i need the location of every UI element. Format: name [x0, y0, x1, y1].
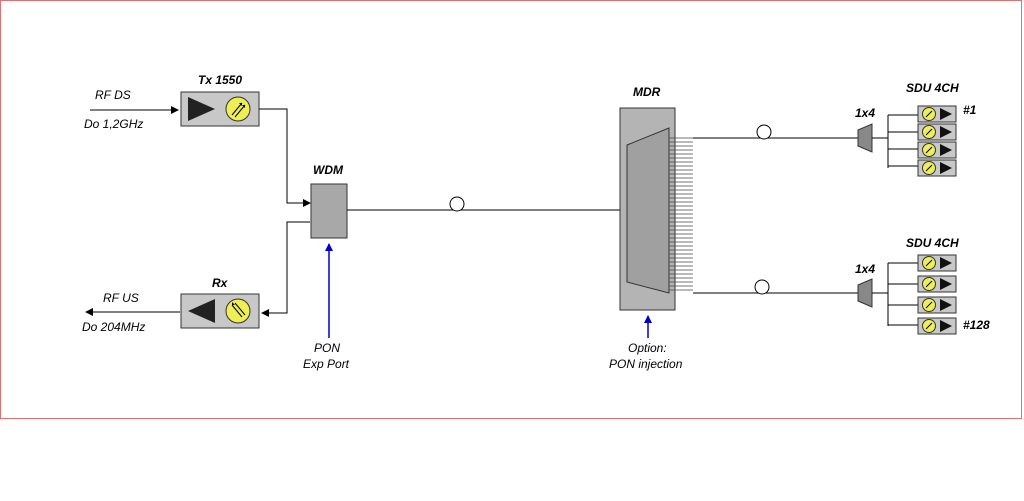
- sdu-receiver-cell: [917, 254, 957, 272]
- sdu-bottom-number: #128: [963, 318, 990, 332]
- splitter-top-block: [857, 123, 873, 153]
- rf-us-label: RF US: [103, 291, 139, 305]
- tx-title: Tx 1550: [198, 73, 242, 87]
- amplifier-icon: [940, 278, 952, 290]
- splitter-top-branches: [872, 114, 918, 168]
- splitter-top-label: 1x4: [855, 106, 875, 120]
- wdm-to-rx-link: [261, 221, 310, 317]
- wdm-title: WDM: [313, 163, 344, 177]
- splitter-bottom-branches: [872, 262, 918, 326]
- exp-port-label: Exp Port: [303, 357, 350, 371]
- sdu-top-block: [917, 105, 957, 177]
- sdu-receiver-cell: [917, 105, 957, 123]
- sdu-receiver-cell: [917, 317, 957, 335]
- splitter-bottom-label: 1x4: [855, 262, 875, 276]
- sdu-receiver-cell: [917, 141, 957, 159]
- splitter-bottom-block: [857, 278, 873, 308]
- amplifier-icon: [940, 257, 952, 269]
- sdu-receiver-cell: [917, 159, 957, 177]
- sdu-top-title: SDU 4CH: [906, 81, 959, 95]
- rx-title: Rx: [212, 276, 229, 290]
- amplifier-icon: [940, 299, 952, 311]
- trunk-fiber-spool-icon: [449, 196, 465, 212]
- mdr-output-ports: [669, 137, 693, 291]
- mdr-block: [619, 107, 693, 311]
- tx-to-wdm-link: [259, 108, 311, 207]
- tx-laser-icon: [225, 96, 251, 122]
- tx-transmitter-block: [180, 91, 260, 127]
- mdr-title: MDR: [633, 85, 661, 99]
- sdu-receiver-cell: [917, 123, 957, 141]
- wdm-block: [310, 183, 348, 239]
- rx-photodiode-icon: [225, 298, 251, 324]
- sdu-top-number: #1: [963, 103, 977, 117]
- tx-amplifier-icon: [188, 97, 215, 121]
- fiber-bottom-spool-icon: [754, 279, 770, 295]
- sdu-bottom-block: [917, 254, 957, 335]
- pon-injection-label: PON injection: [609, 357, 683, 371]
- rf-ds-label: RF DS: [95, 88, 131, 102]
- sdu-receiver-cell: [917, 275, 957, 293]
- pon-label: PON: [314, 341, 340, 355]
- rx-amplifier-icon: [188, 299, 215, 323]
- sdu-bottom-title: SDU 4CH: [906, 236, 959, 250]
- rf-us-range-label: Do 204MHz: [82, 320, 145, 334]
- sdu-receiver-cell: [917, 296, 957, 314]
- amplifier-icon: [940, 126, 952, 138]
- fiber-top-spool-icon: [756, 124, 772, 140]
- amplifier-icon: [940, 162, 952, 174]
- amplifier-icon: [940, 320, 952, 332]
- rx-receiver-block: [180, 293, 260, 329]
- amplifier-icon: [940, 108, 952, 120]
- rf-ds-range-label: Do 1,2GHz: [84, 117, 143, 131]
- amplifier-icon: [940, 144, 952, 156]
- mdr-demux-shape: [626, 127, 670, 294]
- option-label: Option:: [628, 341, 667, 355]
- diagram-frame: [0, 0, 1022, 419]
